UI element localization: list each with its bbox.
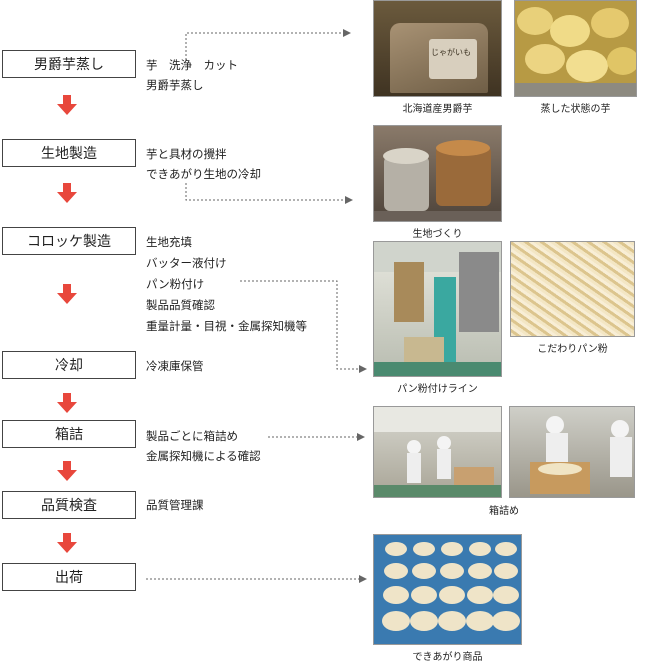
caption-crumb-line: パン粉付けライン [397, 384, 478, 395]
photo-steamed-potatoes [514, 0, 637, 97]
dough-machine-art [374, 140, 501, 221]
down-arrow-icon [57, 461, 77, 481]
desc-line: 男爵芋蒸し [146, 78, 204, 92]
photo-dough-making [373, 125, 502, 222]
crumb-line-art [374, 242, 501, 376]
step-description: 冷凍庫保管 [146, 356, 204, 376]
caption-bread-crumbs: こだわりパン粉 [537, 344, 608, 355]
photo-crumb-line [373, 241, 502, 377]
step-label: 出荷 [55, 570, 83, 586]
bag-print: じゃがいも [431, 48, 471, 57]
step-shipping: 出荷 [2, 563, 136, 591]
desc-line: パン粉付け [146, 277, 205, 291]
down-arrow-icon [57, 284, 77, 304]
desc-line: 生地充填 [146, 235, 192, 249]
step-description: 品質管理課 [146, 495, 204, 515]
desc-line: 金属探知機による確認 [146, 449, 261, 463]
step-description: 製品ごとに箱詰め 金属探知機による確認 [146, 426, 261, 466]
desc-line: 芋 洗浄 カット [146, 58, 238, 72]
step-cooling: 冷却 [2, 351, 136, 379]
step-label: 箱詰 [55, 427, 83, 443]
down-arrow-icon [57, 533, 77, 553]
desc-line: できあがり生地の冷却 [146, 167, 261, 181]
photo-bread-crumbs [510, 241, 635, 337]
step-quality-check: 品質検査 [2, 491, 136, 519]
step-label: コロッケ製造 [27, 234, 111, 250]
caption-finished-product: できあがり商品 [412, 652, 483, 663]
desc-line: バッター液付け [146, 256, 227, 270]
caption-boxing: 箱詰め [489, 506, 519, 517]
photo-boxing-2 [509, 406, 635, 498]
caption-dough-making: 生地づくり [412, 229, 463, 240]
boxing-art-2 [530, 416, 632, 494]
step-label: 冷却 [55, 358, 83, 374]
step-boxing: 箱詰 [2, 420, 136, 448]
steamed-potatoes-art [515, 7, 636, 96]
step-label: 男爵芋蒸し [34, 57, 104, 73]
step-potato-steaming: 男爵芋蒸し [2, 50, 136, 78]
step-description: 芋と具材の攪拌 できあがり生地の冷却 [146, 144, 261, 184]
step-label: 生地製造 [41, 146, 97, 162]
photo-boxing-1 [373, 406, 502, 498]
step-dough-making: 生地製造 [2, 139, 136, 167]
desc-line: 品質管理課 [146, 498, 204, 512]
product-tray-art [382, 542, 520, 631]
step-croquette-making: コロッケ製造 [2, 227, 136, 255]
desc-line: 芋と具材の攪拌 [146, 147, 227, 161]
desc-line: 製品品質確認 [146, 298, 215, 312]
caption-steamed-potatoes: 蒸した状態の芋 [540, 104, 611, 115]
desc-line: 冷凍庫保管 [146, 359, 204, 373]
photo-potato-bag: じゃがいも [373, 0, 502, 97]
step-label: 品質検査 [41, 498, 97, 514]
photo-finished-product [373, 534, 522, 645]
step-description: 生地充填 バッター液付け パン粉付け 製品品質確認 重量計量・目視・金属探知機等 [146, 232, 307, 337]
down-arrow-icon [57, 183, 77, 203]
boxing-art-1 [374, 407, 501, 497]
down-arrow-icon [57, 95, 77, 115]
desc-line: 重量計量・目視・金属探知機等 [146, 319, 307, 333]
down-arrow-icon [57, 393, 77, 413]
caption-potato-bag: 北海道産男爵芋 [402, 104, 473, 115]
desc-line: 製品ごとに箱詰め [146, 429, 238, 443]
connector-dough [185, 183, 353, 204]
step-description: 芋 洗浄 カット 男爵芋蒸し [146, 55, 238, 95]
